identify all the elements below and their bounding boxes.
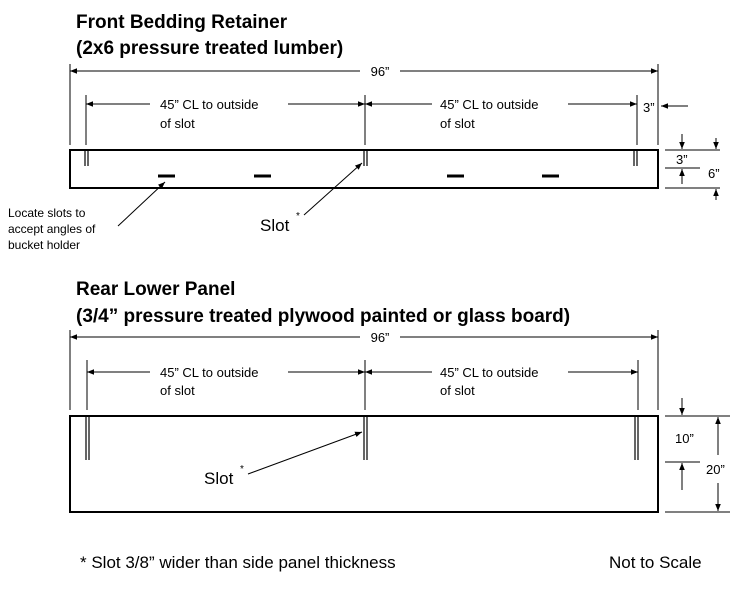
slot-note-line-3: bucket holder <box>8 238 80 252</box>
rear-left-span-label-2: of slot <box>160 383 195 398</box>
rear-panel-height: 20” <box>706 462 725 477</box>
front-slot-height: 3” <box>676 152 688 167</box>
front-slot-leader <box>303 162 363 216</box>
scale-note: Not to Scale <box>609 553 702 572</box>
rear-slot-leader <box>247 431 363 475</box>
front-end-offset: 3” <box>643 100 655 115</box>
front-slot-label: Slot <box>260 216 290 235</box>
rear-slot-label: Slot <box>204 469 234 488</box>
rear-overall-length: 96” <box>371 330 390 345</box>
slot-note-leader <box>117 181 166 227</box>
rear-slot-asterisk: * <box>240 464 244 475</box>
rear-right-span-label-2: of slot <box>440 383 475 398</box>
front-retainer-subtitle: (2x6 pressure treated lumber) <box>76 38 343 59</box>
front-overall-length: 96” <box>371 64 390 79</box>
front-retainer-title: Front Bedding Retainer <box>76 12 288 33</box>
rear-left-span-label-1: 45” CL to outside <box>160 365 259 380</box>
front-left-span-label-2: of slot <box>160 116 195 131</box>
rear-right-span-label-1: 45” CL to outside <box>440 365 539 380</box>
slot-footnote: * Slot 3/8” wider than side panel thickn… <box>80 553 396 572</box>
slot-note-line-2: accept angles of <box>8 222 96 236</box>
front-left-span-label-1: 45” CL to outside <box>160 97 259 112</box>
front-right-span-label-2: of slot <box>440 116 475 131</box>
slot-note-line-1: Locate slots to <box>8 206 86 220</box>
rear-panel-subtitle: (3/4” pressure treated plywood painted o… <box>76 306 570 327</box>
rear-slot-height: 10” <box>675 431 694 446</box>
front-slot-asterisk: * <box>296 211 300 222</box>
front-right-span-label-1: 45” CL to outside <box>440 97 539 112</box>
rear-panel-title: Rear Lower Panel <box>76 279 235 300</box>
front-board-height: 6” <box>708 166 720 181</box>
